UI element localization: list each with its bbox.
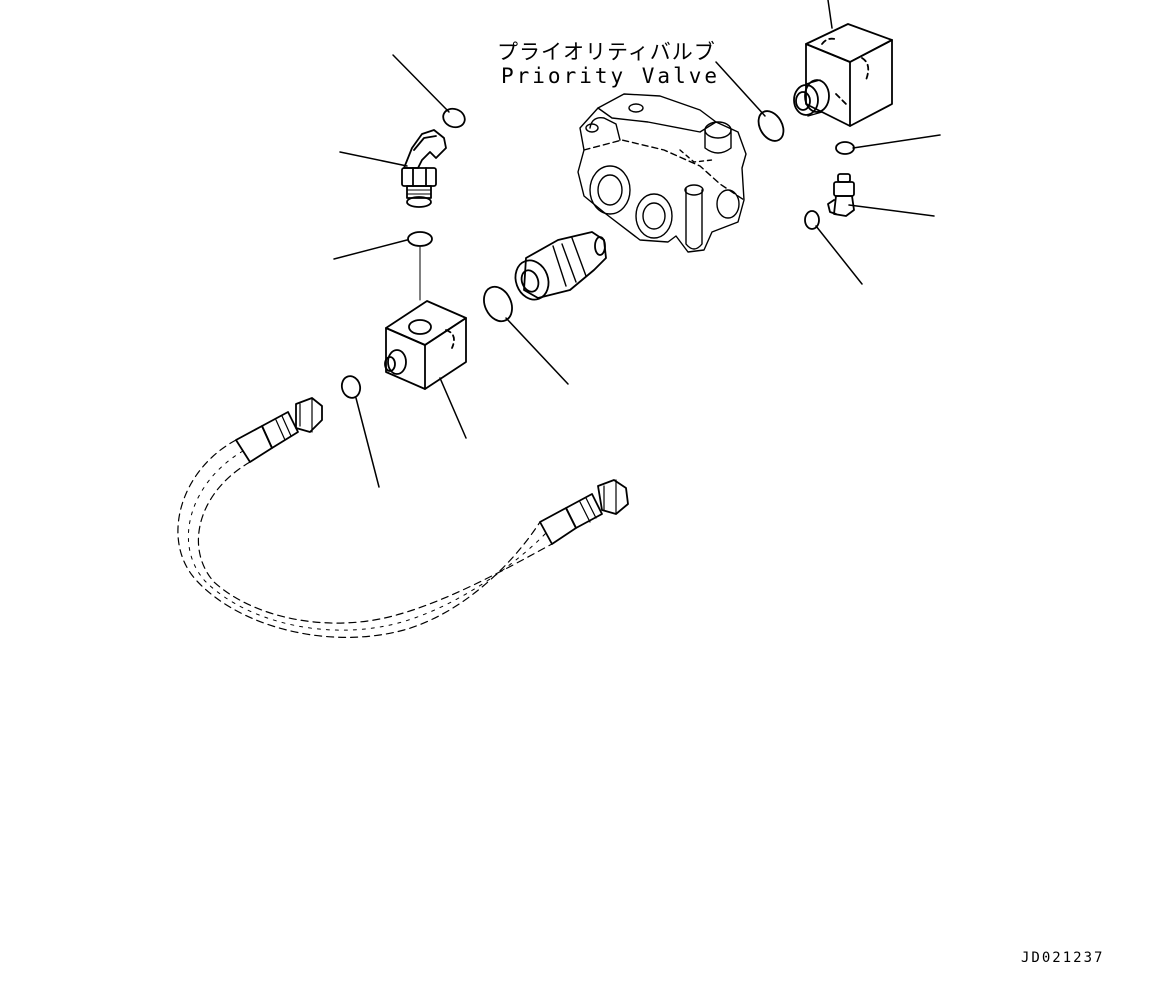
cartridge-nose xyxy=(510,256,554,305)
leader-lines xyxy=(334,0,940,487)
valve-front-face xyxy=(584,140,744,200)
elbow-fitting xyxy=(402,130,446,207)
valve-mount-column xyxy=(686,188,702,249)
block-side-port-hidden xyxy=(446,330,454,348)
o-ring-elbow xyxy=(441,106,468,130)
hose-body-outer xyxy=(178,440,540,637)
grease-fitting-cap xyxy=(838,174,850,182)
valve-hole-top-left xyxy=(586,124,598,132)
drawing-code: JD021237 xyxy=(1021,950,1105,966)
valve-top-ridge xyxy=(598,108,716,132)
cartridge-end xyxy=(595,237,605,255)
valve-port-left-inner xyxy=(598,175,622,205)
cartridge-outline xyxy=(524,232,606,298)
block-front-boss xyxy=(388,350,406,374)
valve-port-left xyxy=(590,166,630,214)
block-front-port xyxy=(385,357,395,371)
cartridge-nose-inner xyxy=(519,268,542,294)
leader-line-valve-oring xyxy=(716,62,765,116)
grease-fitting-body xyxy=(834,196,854,216)
junction-block-upper xyxy=(794,24,892,126)
o-ring-valve xyxy=(753,107,788,146)
hose-body-texture xyxy=(188,451,546,630)
valve-port-center xyxy=(636,194,672,238)
hose-end-nut-lower-edges xyxy=(604,480,616,514)
valve-port-center-inner xyxy=(643,203,665,229)
hose-assembly xyxy=(178,398,628,637)
elbow-body xyxy=(404,130,446,168)
leader-line-grease-fitting xyxy=(849,205,934,216)
leader-line-oring-right xyxy=(816,226,862,284)
valve-upper-block xyxy=(590,118,620,140)
upper-block-hidden-port xyxy=(822,39,868,104)
elbow-inner xyxy=(414,136,436,150)
elbow-thread xyxy=(407,186,431,198)
hose-end-nut-upper-edges xyxy=(300,398,312,432)
leader-line-bottom-oring xyxy=(356,398,379,487)
leader-line-elbow-fitting xyxy=(340,152,407,166)
hose-body-inner xyxy=(198,462,552,623)
elbow-thread-lines xyxy=(407,190,431,194)
hose-end-ferrule-lower-rings xyxy=(580,498,596,522)
grease-fitting-hex xyxy=(834,182,854,196)
elbow-hex-nut xyxy=(402,168,436,186)
leader-line-top-oring xyxy=(334,240,407,259)
cartridge-plug xyxy=(510,232,606,304)
hose-end-sleeve-lower xyxy=(540,508,576,544)
upper-block-port-thread xyxy=(806,80,822,116)
o-ring-right xyxy=(805,211,819,229)
priority-valve-body xyxy=(578,94,746,252)
elbow-end xyxy=(407,197,431,207)
o-ring-top xyxy=(408,232,432,246)
block-side-face xyxy=(425,318,466,389)
leader-line-elbow-oring xyxy=(393,55,449,112)
valve-hidden-edge xyxy=(680,150,712,162)
grease-fitting xyxy=(828,174,854,216)
upper-block-side-face xyxy=(850,40,892,126)
title-english: Priority Valve xyxy=(501,64,721,88)
valve-boss-top xyxy=(705,122,731,138)
hose-end-ferrule-upper-rings xyxy=(276,416,291,440)
valve-mount-top xyxy=(685,185,703,195)
leader-line-upper-block xyxy=(828,0,832,28)
o-ring-large xyxy=(479,282,518,326)
upper-block-port-inner xyxy=(796,92,810,110)
block-top-port xyxy=(409,320,431,334)
hose-end-nut-lower xyxy=(598,480,628,514)
leader-line-small-oring-right xyxy=(853,135,940,148)
title-japanese: プライオリティバルブ xyxy=(497,40,716,64)
o-ring-small-right xyxy=(836,142,854,154)
leader-line-large-oring xyxy=(506,318,568,384)
upper-block-port-outer xyxy=(794,85,818,115)
junction-block-lower xyxy=(385,301,466,389)
o-rings xyxy=(339,106,854,400)
upper-block-port-ring xyxy=(805,80,829,112)
o-ring-bottom xyxy=(339,374,362,400)
cartridge-rings xyxy=(553,238,586,286)
grease-fitting-elbow xyxy=(828,200,836,214)
upper-block-top-face xyxy=(806,24,892,62)
leader-line-block xyxy=(440,378,466,438)
hose-end-sleeve-upper xyxy=(236,426,272,462)
valve-port-right xyxy=(717,190,739,218)
valve-boss-top-side xyxy=(705,130,731,153)
valve-hole-top-mid xyxy=(629,104,643,112)
